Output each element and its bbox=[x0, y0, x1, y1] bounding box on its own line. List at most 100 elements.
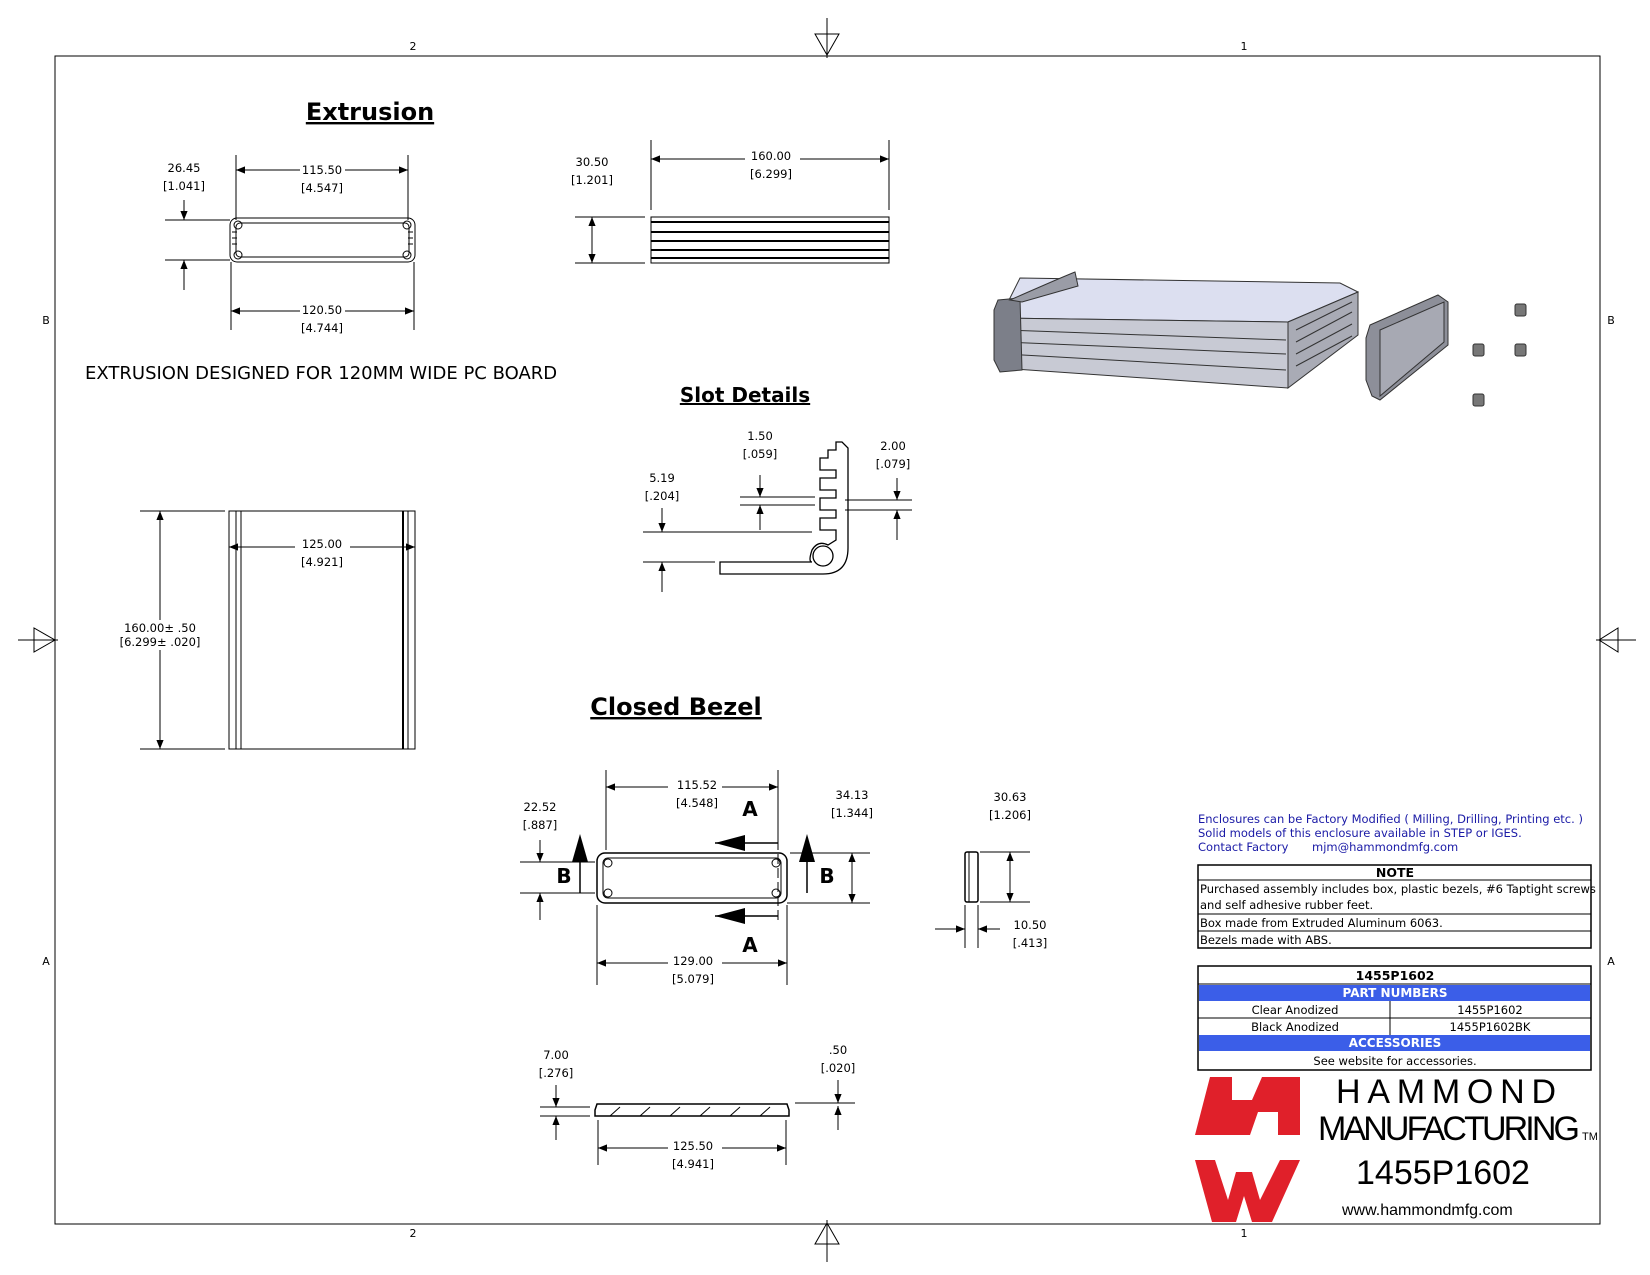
bezel-side-dims: 30.63 [1.206] 10.50 [.413] bbox=[989, 790, 1047, 950]
note-table: NOTE Purchased assembly includes box, pl… bbox=[1197, 864, 1596, 949]
part-numbers-header: PART NUMBERS bbox=[1343, 986, 1448, 1000]
svg-text:[6.299]: [6.299] bbox=[750, 167, 792, 181]
svg-text:NOTE: NOTE bbox=[1376, 865, 1414, 880]
slot-detail-view bbox=[643, 441, 912, 592]
svg-text:[4.547]: [4.547] bbox=[301, 181, 343, 195]
part-row-finish: Clear Anodized bbox=[1252, 1003, 1339, 1017]
section-headings: Extrusion Slot Details Closed Bezel bbox=[306, 98, 810, 721]
svg-text:Contact Factory: Contact Factory bbox=[1198, 840, 1289, 854]
svg-text:[4.921]: [4.921] bbox=[301, 555, 343, 569]
svg-text:5.19: 5.19 bbox=[649, 471, 675, 485]
extrusion-top-view bbox=[140, 510, 416, 750]
svg-text:[4.548]: [4.548] bbox=[676, 796, 718, 810]
svg-text:[6.299± .020]: [6.299± .020] bbox=[120, 635, 201, 649]
svg-text:[1.344]: [1.344] bbox=[831, 806, 873, 820]
svg-text:34.13: 34.13 bbox=[836, 788, 869, 802]
svg-text:10.50: 10.50 bbox=[1014, 918, 1047, 932]
brand-line2: MANUFACTURING bbox=[1318, 1110, 1580, 1148]
bezel-side-view bbox=[935, 851, 1030, 948]
zone-col-bottom-right: 1 bbox=[1241, 1227, 1248, 1240]
section-a-bottom: A bbox=[742, 933, 758, 957]
factory-email-link[interactable]: mjm@hammondmfg.com bbox=[1312, 840, 1458, 854]
section-b-right: B bbox=[819, 864, 834, 888]
zone-row-right-a: A bbox=[1607, 955, 1615, 968]
svg-text:[.020]: [.020] bbox=[821, 1061, 856, 1075]
bezel-front-dims: 115.52 [4.548] 22.52 [.887] 34.13 [1.344… bbox=[523, 778, 873, 986]
svg-text:[1.201]: [1.201] bbox=[571, 173, 613, 187]
hammond-logo-mark bbox=[1195, 1077, 1300, 1222]
svg-text:[5.079]: [5.079] bbox=[672, 972, 714, 986]
brand-line1: HAMMOND bbox=[1336, 1073, 1556, 1111]
accessories-text: See website for accessories. bbox=[1313, 1054, 1476, 1068]
svg-text:[.276]: [.276] bbox=[539, 1066, 574, 1080]
svg-text:[1.206]: [1.206] bbox=[989, 808, 1031, 822]
slot-detail-dims: 1.50 [.059] 2.00 [.079] 5.19 [.204] bbox=[645, 429, 911, 503]
factory-note: Enclosures can be Factory Modified ( Mil… bbox=[1198, 812, 1583, 854]
svg-text:[.413]: [.413] bbox=[1013, 936, 1048, 950]
svg-text:7.00: 7.00 bbox=[543, 1048, 569, 1062]
website-link[interactable]: www.hammondmfg.com bbox=[1341, 1202, 1513, 1219]
svg-text:125.00: 125.00 bbox=[302, 537, 342, 551]
svg-text:[4.744]: [4.744] bbox=[301, 321, 343, 335]
extrusion-top-dims: 160.00± .50 [6.299± .020] 125.00 [4.921] bbox=[120, 537, 343, 649]
parts-table: 1455P1602 PART NUMBERS Clear Anodized 14… bbox=[1197, 965, 1592, 1071]
heading-closed-bezel: Closed Bezel bbox=[590, 693, 761, 721]
zone-row-left-a: A bbox=[42, 955, 50, 968]
svg-text:30.50: 30.50 bbox=[576, 155, 609, 169]
parts-table-title: 1455P1602 bbox=[1356, 968, 1435, 983]
brand-tm: TM bbox=[1582, 1131, 1598, 1143]
zone-col-bottom-left: 2 bbox=[410, 1227, 417, 1240]
svg-text:.50: .50 bbox=[829, 1043, 847, 1057]
heading-extrusion: Extrusion bbox=[306, 98, 434, 126]
svg-text:Solid models of this enclosure: Solid models of this enclosure available… bbox=[1198, 826, 1522, 840]
part-row-number: 1455P1602BK bbox=[1450, 1020, 1531, 1034]
svg-text:[.204]: [.204] bbox=[645, 489, 680, 503]
zone-row-left-b: B bbox=[42, 314, 50, 327]
section-a-top: A bbox=[742, 797, 758, 821]
svg-text:125.50: 125.50 bbox=[673, 1139, 713, 1153]
svg-text:[.059]: [.059] bbox=[743, 447, 778, 461]
zone-row-right-b: B bbox=[1607, 314, 1615, 327]
svg-text:Box made from Extruded Aluminu: Box made from Extruded Aluminum 6063. bbox=[1200, 916, 1443, 930]
svg-text:115.52: 115.52 bbox=[677, 778, 717, 792]
svg-text:22.52: 22.52 bbox=[524, 800, 557, 814]
extrusion-side-dims: 30.50 [1.201] 160.00 [6.299] bbox=[571, 149, 792, 187]
extrusion-side-view bbox=[575, 140, 890, 264]
part-row-number: 1455P1602 bbox=[1457, 1003, 1522, 1017]
part-row-finish: Black Anodized bbox=[1251, 1020, 1339, 1034]
extrusion-pcb-note: EXTRUSION DESIGNED FOR 120MM WIDE PC BOA… bbox=[85, 363, 557, 384]
svg-text:129.00: 129.00 bbox=[673, 954, 713, 968]
svg-text:2.00: 2.00 bbox=[880, 439, 906, 453]
section-b-left: B bbox=[556, 864, 571, 888]
svg-text:[.887]: [.887] bbox=[523, 818, 558, 832]
svg-text:Bezels made with ABS.: Bezels made with ABS. bbox=[1200, 933, 1332, 947]
branding-text: HAMMOND MANUFACTURING TM 1455P1602 www.h… bbox=[1318, 1073, 1598, 1219]
svg-text:30.63: 30.63 bbox=[994, 790, 1027, 804]
svg-text:Purchased assembly includes bo: Purchased assembly includes box, plastic… bbox=[1200, 882, 1596, 896]
bezel-bottom-dims: 7.00 [.276] .50 [.020] 125.50 [4.941] bbox=[539, 1043, 856, 1171]
svg-text:Enclosures can be Factory Modi: Enclosures can be Factory Modified ( Mil… bbox=[1198, 812, 1583, 826]
svg-text:and self adhesive rubber feet.: and self adhesive rubber feet. bbox=[1200, 898, 1373, 912]
centering-marks bbox=[18, 18, 1636, 1262]
zone-col-top-left: 2 bbox=[410, 40, 417, 53]
bezel-section-labels: A A B B bbox=[556, 797, 834, 957]
extrusion-profile-dims: 26.45 [1.041] 115.50 [4.547] 120.50 [4.7… bbox=[163, 161, 343, 335]
svg-text:160.00± .50: 160.00± .50 bbox=[124, 621, 196, 635]
zone-col-top-right: 1 bbox=[1241, 40, 1248, 53]
heading-slot-details: Slot Details bbox=[680, 383, 810, 407]
svg-text:1.50: 1.50 bbox=[747, 429, 773, 443]
isometric-assembly-illustration bbox=[993, 271, 1527, 407]
bezel-bottom-view bbox=[540, 1080, 855, 1165]
accessories-header: ACCESSORIES bbox=[1349, 1036, 1442, 1050]
model-number: 1455P1602 bbox=[1356, 1154, 1530, 1192]
svg-text:120.50: 120.50 bbox=[302, 303, 342, 317]
svg-text:[1.041]: [1.041] bbox=[163, 179, 205, 193]
svg-text:26.45: 26.45 bbox=[168, 161, 201, 175]
svg-text:[4.941]: [4.941] bbox=[672, 1157, 714, 1171]
extrusion-profile-view bbox=[165, 155, 416, 330]
border-zone-labels: 2 1 2 1 B B A A bbox=[42, 40, 1615, 1240]
svg-text:[.079]: [.079] bbox=[876, 457, 911, 471]
svg-text:160.00: 160.00 bbox=[751, 149, 791, 163]
svg-text:115.50: 115.50 bbox=[302, 163, 342, 177]
